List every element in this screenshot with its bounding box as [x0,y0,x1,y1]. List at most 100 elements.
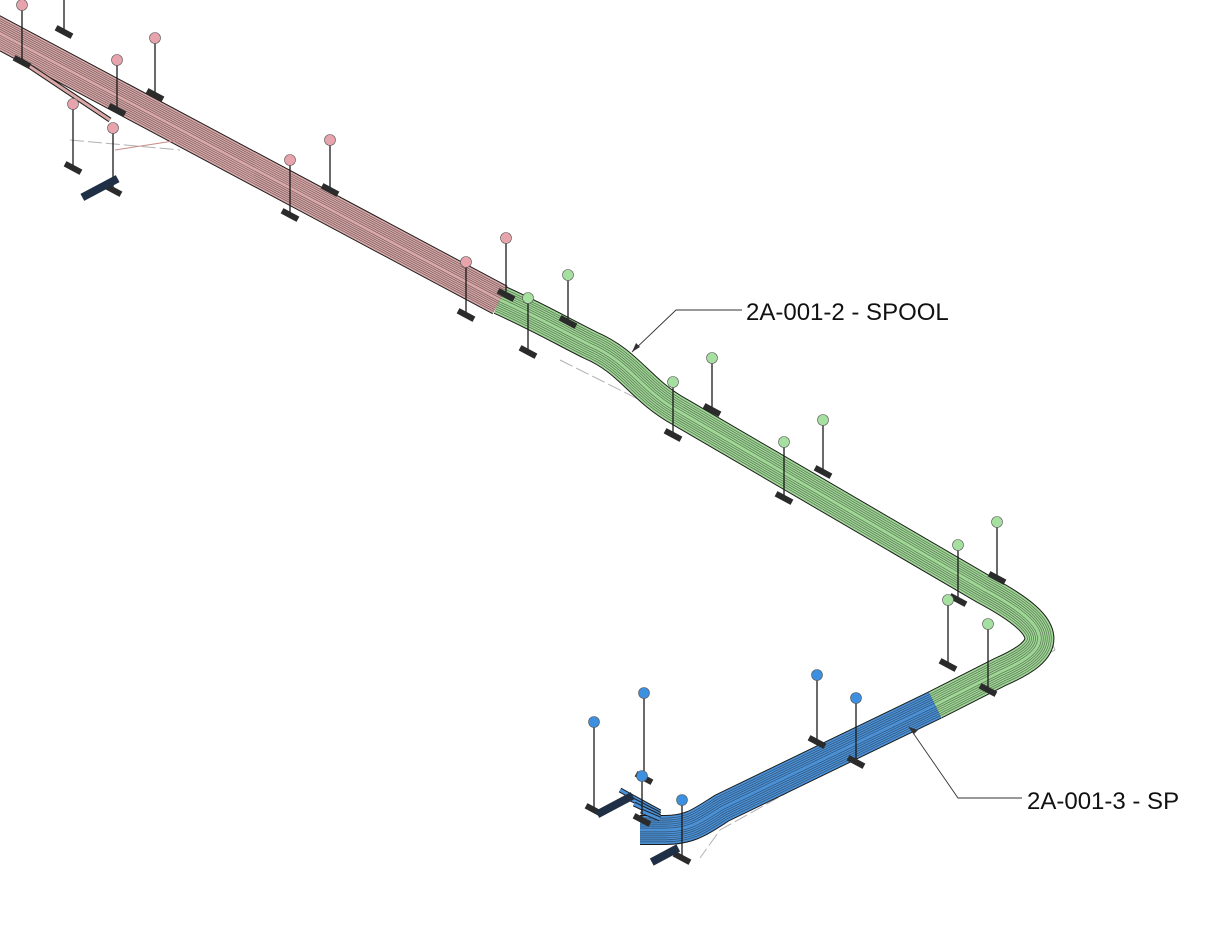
hanger-4-nut-icon [67,98,79,110]
hanger-17-support-bar [987,571,1007,585]
hanger-4 [63,98,83,175]
hanger-6-nut-icon [284,154,296,166]
hanger-13-nut-icon [706,352,718,364]
spool-2-leader-arrow [632,343,640,352]
hanger-15-support-bar [813,465,833,479]
ref-line [559,359,651,406]
hanger-15 [813,414,833,479]
hanger-12-support-bar [663,428,683,442]
base-support-block [80,175,120,201]
hanger-24-nut-icon [636,770,648,782]
hanger-0-nut-icon [16,0,28,11]
hanger-20 [807,669,827,749]
hanger-9-nut-icon [500,232,512,244]
hanger-18-support-bar [938,658,958,672]
spool-3-leader-arrow [909,727,918,734]
hanger-20-nut-icon [811,669,823,681]
spool-2-green-bundle-tube-line [495,290,1050,715]
hanger-3-support-bar [145,88,165,102]
ref-line [699,779,811,859]
hanger-13-support-bar [702,403,722,417]
base-support-block [595,792,635,818]
hanger-24 [632,770,652,827]
hanger-25-nut-icon [676,794,688,806]
hanger-21-support-bar [846,755,866,769]
hanger-22-nut-icon [638,687,650,699]
pipe-hangers [12,0,1007,866]
hanger-3 [145,32,165,102]
reference-lines [69,139,1056,859]
hanger-18-nut-icon [942,594,954,606]
hanger-10 [518,292,538,359]
spool-3-blue-bundle [640,691,942,845]
base-support-block [649,844,681,866]
hanger-11 [558,269,578,329]
hanger-6-support-bar [280,208,300,222]
hanger-21-nut-icon [850,692,862,704]
hanger-19 [978,618,998,697]
spool-3-label: 2A-001-3 - SP [1027,788,1179,815]
spool-2-callout: 2A-001-2 - SPOOL [631,299,949,353]
spool-2-green-bundle-tube-fill [498,296,1043,709]
hanger-14 [774,436,794,505]
hanger-10-nut-icon [522,292,534,304]
spool-2-green-bundle-fill [494,287,1054,718]
spool-3-leader-line [908,726,1022,799]
hanger-3-nut-icon [149,32,161,44]
hanger-12-nut-icon [667,376,679,388]
pipe-bundles [0,15,1055,845]
spool-3-callout: 2A-001-3 - SP [908,726,1179,815]
hanger-7-nut-icon [324,134,336,146]
hanger-7-support-bar [320,183,340,197]
hanger-9-support-bar [496,288,516,302]
spool-2-green-bundle-tube-fill [499,298,1041,707]
spool-2-green-bundle [493,286,1055,719]
hanger-25-support-bar [672,851,692,865]
hanger-9 [496,232,516,302]
spool-1-branch-fill [19,58,111,122]
hanger-0-support-bar [12,55,32,69]
hanger-2-support-bar [107,103,127,117]
hanger-24-support-bar [632,813,652,827]
hanger-11-nut-icon [562,269,574,281]
spool-2-green-bundle-tube-fill [496,293,1047,712]
hanger-16 [948,539,968,607]
spool-2-green-bundle-tube-line [498,296,1044,709]
spool-2-green-bundle-tube-line [494,288,1052,716]
hanger-4-support-bar [63,161,83,175]
hanger-14-support-bar [774,491,794,505]
spool-2-green-bundle-tube-line [499,297,1042,707]
hanger-16-support-bar [948,593,968,607]
hanger-7 [320,134,340,197]
hanger-1 [54,0,74,39]
hanger-8 [456,256,476,322]
hanger-25 [672,794,692,865]
spool-2-leader-line [631,309,742,353]
spool-2-green-bundle-tube-line [496,292,1048,713]
hanger-13 [702,352,722,417]
spool-3-blue-legs [618,787,662,822]
spool-2-green-bundle-tube-fill [496,291,1049,714]
hanger-15-nut-icon [817,414,829,426]
hanger-17 [987,516,1007,585]
hanger-0 [12,0,32,69]
hanger-19-nut-icon [982,618,994,630]
hanger-23 [584,716,604,817]
hanger-22 [634,687,654,785]
hanger-11-support-bar [558,315,578,329]
hanger-14-nut-icon [778,436,790,448]
hanger-2 [107,54,127,117]
hanger-5-nut-icon [107,122,119,134]
hanger-21 [846,692,866,769]
spool-2-green-bundle-tube-fill [495,289,1051,716]
spool-1-red-bundle-tube-fill [0,31,501,302]
spool-1-branch-thin [114,139,181,151]
hanger-19-support-bar [978,683,998,697]
ref-line [69,139,181,151]
spool-2-label: 2A-001-2 - SPOOL [746,299,949,326]
hanger-17-nut-icon [991,516,1003,528]
spool-1-red-bundle [0,15,508,315]
spool-3-blue-bundle-tube-fill [640,703,936,832]
hanger-2-nut-icon [111,54,123,66]
